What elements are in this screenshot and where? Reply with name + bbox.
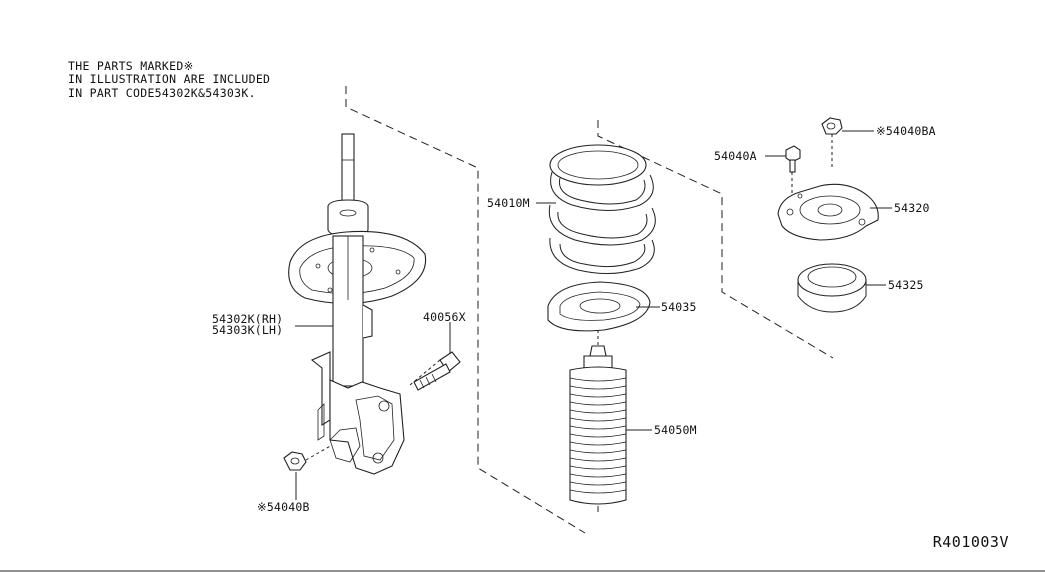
dust-boot-54050M [569,345,627,505]
boot-rib [569,473,627,478]
boot-rib [569,377,627,382]
nut-54040B [283,444,333,471]
callout-54035[interactable]: 54035 [661,300,697,314]
callout-54303K-LH[interactable]: 54303K(LH) [212,323,284,337]
note-line-2: IN ILLUSTRATION ARE INCLUDED [68,72,271,86]
boot-rib [569,465,627,470]
coil-spring-54010M [548,144,656,274]
boot-rib [569,457,627,462]
callout-54320[interactable]: 54320 [894,201,930,215]
callout-54325[interactable]: 54325 [888,278,924,292]
boot-rib [569,409,627,414]
boot-rib [569,417,627,422]
leader-lines [295,130,892,500]
boot-rib [569,449,627,454]
boot-rib [569,401,627,406]
boot-rib [569,393,627,398]
callout-54040BA[interactable]: ※54040BA [876,124,936,138]
nut-54040BA [821,117,843,170]
note-line-3: IN PART CODE54302K&54303K. [68,86,256,100]
callout-54010M[interactable]: 54010M [487,196,530,210]
callout-54302K-RH[interactable]: 54302K(RH) [212,312,284,326]
spring-assembly-box-dashes [597,120,834,359]
boot-rib [569,481,627,486]
bearing-54325 [797,263,867,313]
boot-rib [569,433,627,438]
nut-54040A [785,145,801,198]
boot-rib [569,489,627,494]
strut-assembly [288,133,427,475]
diagram-reference-code: R401003V [932,533,1009,551]
spring-seat-54035 [547,281,651,332]
boot-rib [569,441,627,446]
boot-rib [569,425,627,430]
bolt-40056X [409,351,461,391]
strut-assembly-box-dashes [345,86,586,534]
note-line-1: THE PARTS MARKED※ [68,59,194,73]
callout-54040B[interactable]: ※54040B [257,500,310,514]
mount-insulator-54320 [777,183,879,241]
callout-40056X[interactable]: 40056X [423,310,466,324]
boot-rib [569,385,627,390]
callout-54040A[interactable]: 54040A [714,149,757,163]
callout-54050M[interactable]: 54050M [654,423,697,437]
